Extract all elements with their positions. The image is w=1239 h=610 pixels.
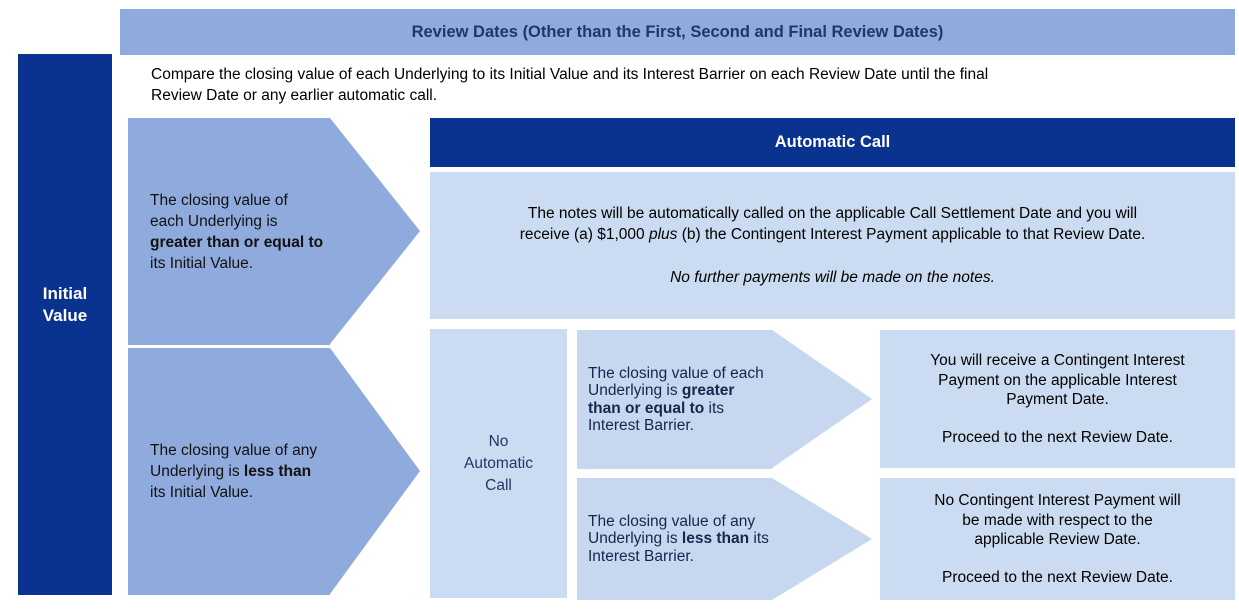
interest-met-pre: The closing value of each Underlying is <box>588 364 764 400</box>
condition-interest-met-text: The closing value of each Underlying is … <box>577 365 764 435</box>
condition-no-call-pre: The closing value of any Underlying is <box>150 442 318 480</box>
interest-not-met-post: its Interest Barrier. <box>588 530 769 565</box>
flowchart-title: Review Dates (Other than the First, Seco… <box>411 22 944 41</box>
interest-met-bold: greater than or equal to <box>588 382 735 417</box>
automatic-call-body: The notes will be automatically called o… <box>430 172 1235 319</box>
automatic-call-post: (b) the Contingent Interest Payment appl… <box>677 226 1146 243</box>
condition-arrow-call-text: The closing value of each Underlying is … <box>128 190 323 274</box>
condition-interest-not-met-text: The closing value of any Underlying is l… <box>577 513 769 566</box>
outcome-interest-paid-proceed: Proceed to the next Review Date. <box>942 428 1173 446</box>
condition-arrow-interest-met-tip <box>772 330 872 468</box>
automatic-call-pre: The notes will be automatically called o… <box>519 205 1138 243</box>
automatic-call-description: The notes will be automatically called o… <box>520 203 1146 245</box>
outcome-box-no-interest: No Contingent Interest Payment will be m… <box>880 478 1235 600</box>
automatic-call-header: Automatic Call <box>430 118 1235 167</box>
condition-call-bold: greater than or equal to <box>150 233 324 251</box>
interest-not-met-pre: The closing value of any Underlying is <box>588 512 756 548</box>
condition-arrow-no-call-text: The closing value of any Underlying is l… <box>128 440 317 503</box>
initial-value-label: Initial Value <box>42 283 88 325</box>
condition-call-pre: The closing value of each Underlying is <box>150 191 288 230</box>
automatic-call-title: Automatic Call <box>774 133 891 151</box>
interest-not-met-bold: less than <box>681 530 750 548</box>
automatic-call-note: No further payments will be made on the … <box>670 269 995 286</box>
intro-text: Compare the closing value of each Underl… <box>151 66 989 104</box>
no-automatic-call-box: No Automatic Call <box>430 329 567 598</box>
no-automatic-call-label: No Automatic Call <box>464 432 533 494</box>
outcome-interest-paid-text: You will receive a Contingent Interest P… <box>930 352 1185 408</box>
condition-arrow-interest-met: The closing value of each Underlying is … <box>577 330 772 469</box>
condition-arrow-interest-not-met: The closing value of any Underlying is l… <box>577 478 772 600</box>
automatic-call-italic-plus: plus <box>648 226 678 243</box>
outcome-no-interest-proceed: Proceed to the next Review Date. <box>942 568 1173 586</box>
interest-met-post: its Interest Barrier. <box>588 399 725 435</box>
outcome-no-interest-text: No Contingent Interest Payment will be m… <box>934 492 1181 548</box>
condition-arrow-no-call: The closing value of any Underlying is l… <box>128 348 330 595</box>
initial-value-bar: Initial Value <box>18 54 112 595</box>
condition-call-post: its Initial Value. <box>150 254 254 272</box>
condition-arrow-interest-not-met-tip <box>772 478 872 600</box>
condition-no-call-post: its Initial Value. <box>150 484 254 501</box>
condition-arrow-call: The closing value of each Underlying is … <box>128 118 330 345</box>
condition-no-call-bold: less than <box>243 463 312 480</box>
title-bar: Review Dates (Other than the First, Seco… <box>120 9 1235 55</box>
outcome-box-interest-paid: You will receive a Contingent Interest P… <box>880 330 1235 468</box>
condition-arrow-no-call-tip <box>330 348 420 594</box>
condition-arrow-call-tip <box>330 118 420 344</box>
